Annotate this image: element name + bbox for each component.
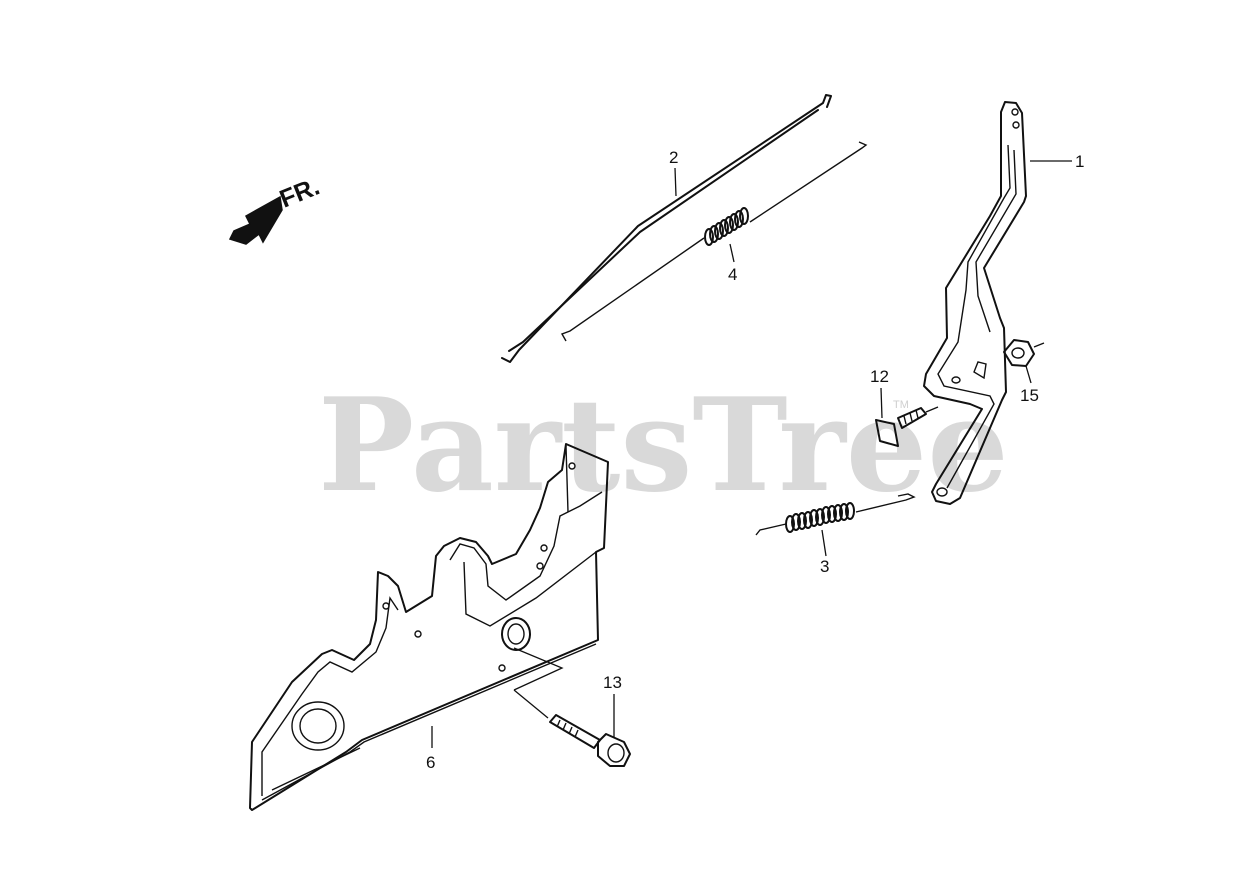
front-direction-arrow: FR.: [228, 173, 324, 245]
watermark-trademark: TM: [893, 399, 909, 411]
part-4-governor-spring: [560, 141, 868, 342]
callout-labels: 1 2 3 4 6 12 13 15: [426, 148, 1084, 772]
part-6-control-bracket: [249, 443, 609, 811]
part-3-governor-spring: [755, 493, 916, 536]
callout-15: 15: [1020, 386, 1039, 405]
part-12-bolt: [875, 406, 939, 447]
callout-4: 4: [728, 265, 737, 284]
part-1-governor-lever: [923, 101, 1027, 505]
part-15-nut: [1003, 339, 1045, 367]
arrow-icon: [228, 195, 283, 245]
part-2-governor-rod: [501, 94, 832, 363]
callout-1: 1: [1075, 152, 1084, 171]
part-13-flange-bolt: [549, 714, 631, 767]
callout-12: 12: [870, 367, 889, 386]
watermark: PartsTree TM: [318, 371, 1009, 521]
callout-3: 3: [820, 557, 829, 576]
callout-13: 13: [603, 673, 622, 692]
watermark-text: PartsTree: [318, 371, 1009, 521]
callout-6: 6: [426, 753, 435, 772]
direction-label: FR.: [276, 173, 324, 214]
callout-2: 2: [669, 148, 678, 167]
callout-leaders: [431, 160, 1072, 748]
